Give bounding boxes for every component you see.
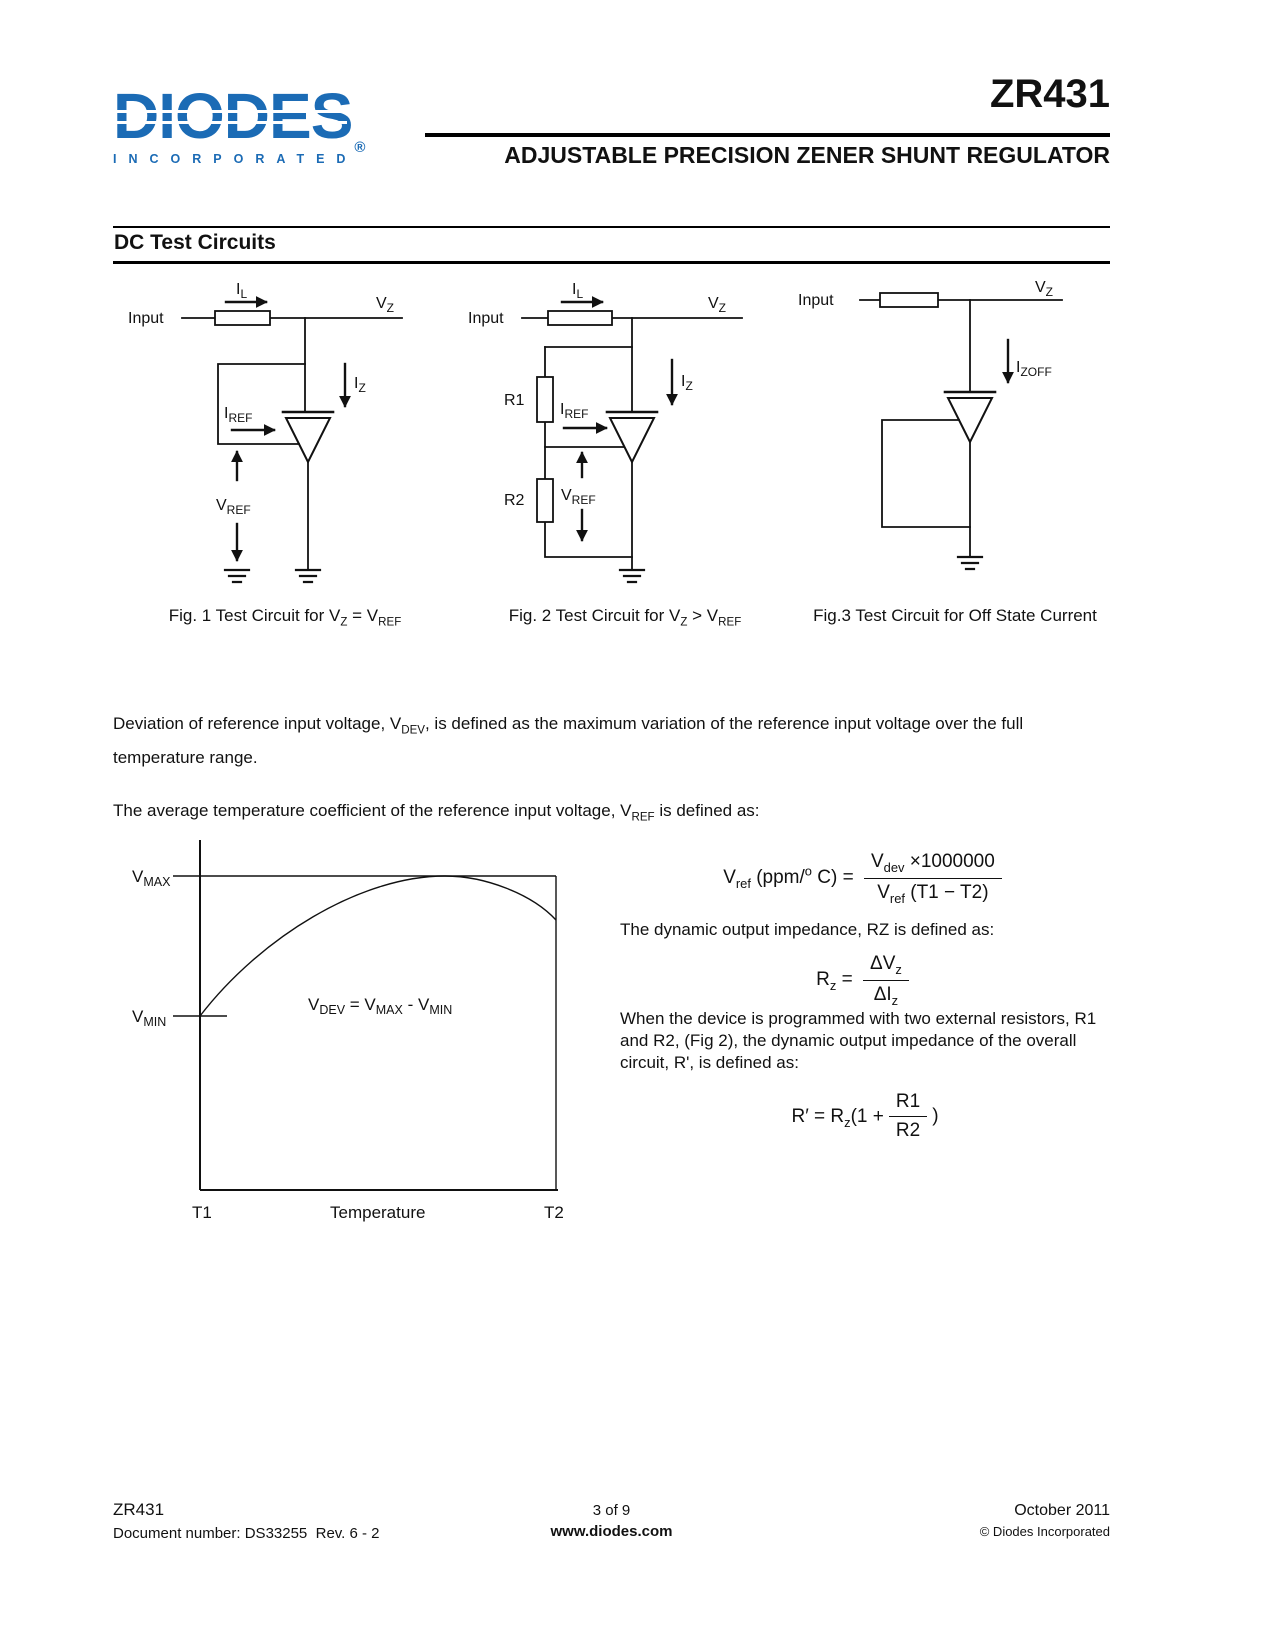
programmed-resistors-text: When the device is programmed with two e… xyxy=(620,1009,1097,1072)
figure-1-caption: Fig. 1 Test Circuit for VZ = VREF xyxy=(168,606,402,629)
paragraph-tempco-intro: The average temperature coefficient of t… xyxy=(113,801,760,824)
footer-date: October 2011 xyxy=(1014,1502,1110,1519)
registered-trademark-icon: ® xyxy=(354,139,366,156)
ground-symbol xyxy=(956,555,984,571)
fig3-circuit-diagram: Input VZ IZOFF xyxy=(798,279,1063,571)
input-label: Input xyxy=(468,310,504,327)
load-resistor-symbol xyxy=(547,310,613,326)
footer-left: ZR431 Document number: DS33255 Rev. 6 - … xyxy=(113,1500,380,1542)
footer-website: www.diodes.com xyxy=(550,1523,673,1540)
logo-wordmark: DIODES xyxy=(113,80,353,152)
il-label: IL xyxy=(572,281,583,301)
formula-lhs: Rz = xyxy=(816,969,858,994)
response-curve xyxy=(199,875,557,1017)
vz-label: VZ xyxy=(376,295,394,315)
formula-lhs: Vref (ppm/o C) = xyxy=(723,863,859,892)
denominator: R2 xyxy=(895,1120,921,1141)
r1-resistor-symbol xyxy=(536,376,554,423)
logo-stripe xyxy=(113,110,348,113)
numerator: R1 xyxy=(888,1090,928,1117)
vref-label: VREF xyxy=(561,487,596,507)
part-number: ZR431 xyxy=(989,72,1110,116)
diodes-logo: DIODES® INCORPORATED xyxy=(113,84,365,166)
ref-to-anode-wire xyxy=(881,419,971,528)
impedance-definition-text: The dynamic output impedance, RZ is defi… xyxy=(620,920,995,939)
input-label: Input xyxy=(128,310,164,327)
regulator-triangle xyxy=(608,417,656,465)
figure-1: Input IL VZ IZ IREF VREF Fig. 1 Test Cir… xyxy=(120,272,450,628)
footer-part-number: ZR431 xyxy=(113,1500,165,1519)
figure-2-caption: Fig. 2 Test Circuit for VZ > VREF xyxy=(508,606,742,629)
il-label: IL xyxy=(236,281,247,301)
numerator: Vdev ×1000000 xyxy=(863,850,1002,879)
iz-label: IZ xyxy=(354,375,366,395)
iz-label: IZ xyxy=(681,373,693,393)
load-resistor-symbol xyxy=(879,292,939,308)
footer-document-number: Document number: DS33255 Rev. 6 - 2 xyxy=(113,1525,380,1542)
page-subtitle: ADJUSTABLE PRECISION ZENER SHUNT REGULAT… xyxy=(504,142,1110,168)
fig2-circuit-diagram: Input IL VZ IZ R1 IREF R2 VREF xyxy=(468,281,743,584)
numerator: ΔVz xyxy=(863,952,909,981)
denominator: ΔIz xyxy=(873,983,899,1008)
iref-label: IREF xyxy=(560,401,588,421)
r2-label: R2 xyxy=(504,492,525,509)
r1-ref-wire xyxy=(544,346,625,448)
figure-3-caption: Fig.3 Test Circuit for Off State Current xyxy=(813,606,1097,625)
ref-wire xyxy=(217,363,306,445)
diodes-logo-text: DIODES® xyxy=(113,84,365,155)
vdev-equation-label: VDEV = VMAX - VMIN xyxy=(308,995,452,1017)
input-label: Input xyxy=(798,292,834,309)
paragraph-vdev-definition: Deviation of reference input voltage, VD… xyxy=(113,714,1024,768)
t2-label: T2 xyxy=(544,1203,564,1222)
figure-2: Input IL VZ IZ R1 IREF R2 VREF xyxy=(460,272,790,628)
formula-close-paren: ) xyxy=(932,1105,939,1127)
r2-resistor-symbol xyxy=(536,478,554,523)
temperature-voltage-graph: VMAX VMIN VDEV = VMAX - VMIN T1 Temperat… xyxy=(120,828,590,1233)
footer-copyright: © Diodes Incorporated xyxy=(979,1524,1110,1539)
vmax-label: VMAX xyxy=(132,867,171,889)
footer-right: October 2011 © Diodes Incorporated xyxy=(980,1502,1110,1539)
ground-symbol xyxy=(618,568,646,584)
x-axis-label: Temperature xyxy=(330,1203,425,1222)
r2-bottom-wire xyxy=(544,446,633,558)
load-resistor-symbol xyxy=(214,310,271,326)
footer-center: 3 of 9 www.diodes.com xyxy=(113,1502,1110,1540)
section-divider-top xyxy=(113,226,1110,228)
r1-label: R1 xyxy=(504,392,525,409)
vmin-label: VMIN xyxy=(132,1007,166,1029)
t1-label: T1 xyxy=(192,1203,212,1222)
graph-canvas: VMAX VMIN VDEV = VMAX - VMIN T1 Temperat… xyxy=(132,840,564,1222)
ground-symbol xyxy=(223,568,251,584)
section-divider-bottom xyxy=(113,261,1110,264)
vz-label: VZ xyxy=(708,295,726,315)
ground-symbol xyxy=(294,568,322,584)
logo-stripe xyxy=(113,121,348,124)
figure-3: Input VZ IZOFF Fig.3 Test Circuit for Of… xyxy=(790,272,1120,626)
logo-incorporated-text: INCORPORATED xyxy=(113,152,358,166)
izoff-label: IZOFF xyxy=(1016,359,1052,379)
fig1-circuit-diagram: Input IL VZ IZ IREF VREF xyxy=(128,281,403,584)
regulator-triangle xyxy=(284,417,332,465)
vz-label: VZ xyxy=(1035,279,1053,299)
section-title: DC Test Circuits xyxy=(114,231,276,254)
denominator: Vref (T1 − T2) xyxy=(877,881,989,906)
iref-label: IREF xyxy=(224,405,252,425)
vref-label: VREF xyxy=(216,497,251,517)
formula-lhs: R′ = Rz(1 + xyxy=(791,1105,884,1130)
header-rule xyxy=(425,133,1110,137)
footer-page-number: 3 of 9 xyxy=(592,1502,631,1519)
